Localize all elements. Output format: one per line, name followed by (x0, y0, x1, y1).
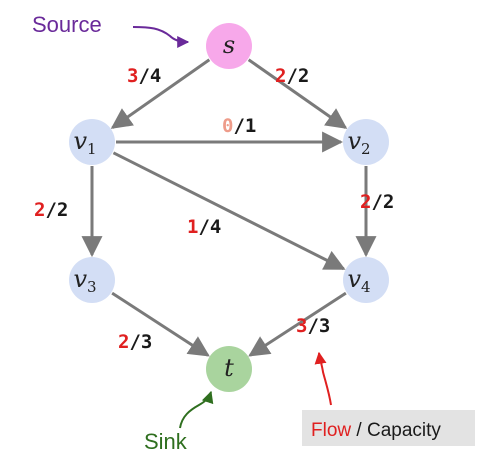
edge-label-v1-v2: 0/1 (222, 115, 256, 137)
edge-slash: / (198, 216, 209, 238)
edge-capacity-value: 2 (57, 199, 68, 221)
source-annotation: Source (32, 12, 190, 48)
edge-flow-value: 0 (222, 115, 233, 137)
edge-label-s-v1: 3/4 (127, 65, 161, 87)
legend-capacity-label: Capacity (367, 420, 441, 441)
node-v4: v4 (343, 257, 389, 303)
node-circle (206, 23, 252, 69)
edge-label-v1-v4: 1/4 (187, 216, 221, 238)
edge-slash: / (45, 199, 56, 221)
node-t: t (206, 346, 252, 392)
node-circle (343, 119, 389, 165)
legend-arrow (314, 351, 332, 406)
source-annotation-arrow (132, 26, 190, 48)
legend: Flow / Capacity (302, 351, 475, 446)
sink-annotation: Sink (144, 390, 214, 454)
edge-flow-value: 3 (127, 65, 138, 87)
edge-v4-t (248, 291, 347, 357)
node-label: v4 (347, 265, 370, 296)
edge-flow-value: 1 (187, 216, 198, 238)
edge-capacity-value: 2 (298, 65, 309, 87)
edge-flow-value: 2 (360, 191, 371, 213)
edge-flow-value: 3 (296, 315, 307, 337)
edge-slash: / (286, 65, 297, 87)
edge-s-v2 (247, 58, 348, 129)
node-s: s (206, 23, 252, 69)
node-circle (69, 119, 115, 165)
edge-capacity-value: 3 (319, 315, 330, 337)
node-label: t (224, 354, 234, 382)
node-label: v1 (73, 127, 96, 158)
edge-slash: / (138, 65, 149, 87)
edges-layer (81, 58, 377, 357)
node-label: s (223, 31, 235, 59)
edge-slash: / (129, 331, 140, 353)
edge-capacity-value: 4 (210, 216, 221, 238)
source-annotation-label: Source (32, 12, 102, 37)
node-circle (69, 257, 115, 303)
sink-annotation-arrow (179, 390, 214, 429)
legend-flow-label: Flow (311, 420, 351, 441)
edge-capacity-value: 1 (245, 115, 256, 137)
edge-slash: / (307, 315, 318, 337)
edge-capacity-value: 3 (141, 331, 152, 353)
legend-text: Flow / Capacity (311, 420, 441, 441)
edge-label-v3-t: 2/3 (118, 331, 152, 353)
legend-background (302, 410, 475, 446)
node-v2: v2 (343, 119, 389, 165)
node-circle (206, 346, 252, 392)
edge-label-v4-t: 3/3 (296, 315, 330, 337)
node-v3: v3 (69, 257, 115, 303)
sink-annotation-label: Sink (144, 429, 188, 454)
legend-separator: / (351, 420, 367, 441)
edge-slash: / (371, 191, 382, 213)
nodes-layer: s v1 v2 v3 v4 t (69, 23, 389, 392)
edge-label-v2-v4: 2/2 (360, 191, 394, 213)
edge-label-s-v2: 2/2 (275, 65, 309, 87)
edge-s-v1 (110, 58, 211, 129)
edge-label-v1-v3: 2/2 (34, 199, 68, 221)
edge-slash: / (233, 115, 244, 137)
node-label: v3 (73, 265, 96, 296)
edge-v3-t (111, 291, 210, 357)
edge-flow-value: 2 (118, 331, 129, 353)
edge-capacity-value: 2 (383, 191, 394, 213)
edge-v1-v4 (112, 151, 346, 271)
edge-flow-value: 2 (275, 65, 286, 87)
edge-flow-value: 2 (34, 199, 45, 221)
node-label: v2 (347, 127, 370, 158)
node-v1: v1 (69, 119, 115, 165)
edge-capacity-value: 4 (150, 65, 161, 87)
node-circle (343, 257, 389, 303)
